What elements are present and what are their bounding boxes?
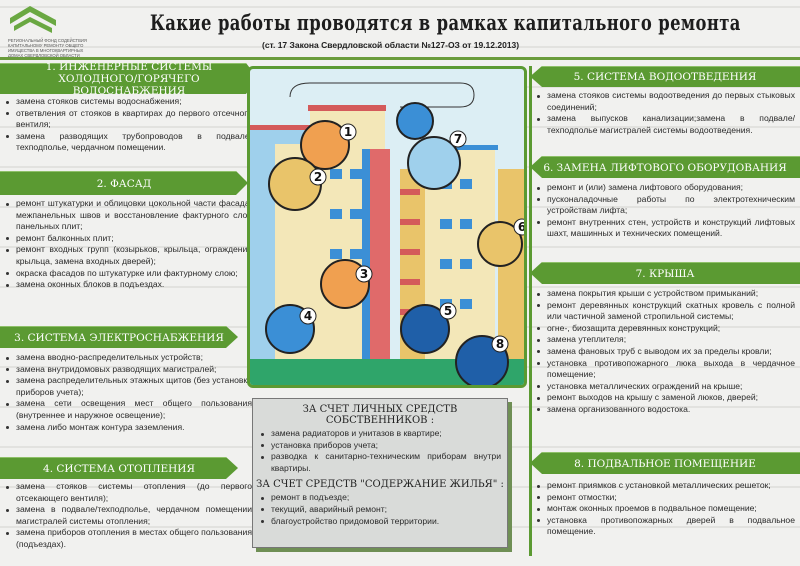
list-item: замена выпусков канализации;замена в под… <box>533 113 795 136</box>
right-column-bar <box>529 66 532 556</box>
section-list-6: ремонт и (или) замена лифтового оборудов… <box>533 182 795 240</box>
list-item: установка металлических ограждений на кр… <box>533 381 795 393</box>
section-list-8: ремонт приямков с установкой металлическ… <box>533 480 795 538</box>
fund-logo: Региональный фонд содействия капитальном… <box>8 6 98 58</box>
owners-funds-list: замена радиаторов и унитазов в квартире;… <box>253 426 507 474</box>
logo-text: Региональный фонд содействия капитальном… <box>8 38 87 58</box>
building-illustration: 1 2 3 4 5 6 7 8 <box>247 66 527 388</box>
maintenance-funds-list: ремонт в подъезде; текущий, аварийный ре… <box>253 490 507 527</box>
section-header-7: 7. Крыша <box>530 262 800 284</box>
marker-3: 3 <box>360 267 368 281</box>
marker-2: 2 <box>314 170 322 184</box>
maintenance-funds-title: За счет средств "Содержание жилья" : <box>256 479 504 491</box>
list-item: текущий, аварийный ремонт; <box>257 504 501 516</box>
house-logo-icon <box>10 6 56 33</box>
page-subtitle: (ст. 17 Закона Свердловской области №127… <box>262 40 520 50</box>
list-item: окраска фасадов по штукатурке или фактур… <box>2 268 252 280</box>
owners-funds-title: За счет личных средств собственников : <box>302 404 458 426</box>
section-list-4: замена стояков системы отопления (до пер… <box>2 481 252 551</box>
marker-6: 6 <box>518 220 524 234</box>
marker-4: 4 <box>304 309 312 323</box>
section-header-4: 4. Система отопления <box>0 457 238 479</box>
list-item: разводка к санитарно-техническим прибора… <box>257 451 501 474</box>
list-item: ремонт выходов на крышу с заменой люков,… <box>533 392 795 404</box>
list-item: ремонт деревянных конструкций скатных кр… <box>533 300 795 323</box>
marker-8: 8 <box>496 337 504 351</box>
list-item: ремонт и (или) замена лифтового оборудов… <box>533 182 795 194</box>
list-item: установка приборов учета; <box>257 440 501 452</box>
list-item: замена в подвале/техподполье, чердачном … <box>2 504 252 527</box>
list-item: ремонт входных групп (козырьков, крыльца… <box>2 244 252 267</box>
list-item: замена стояков системы отопления (до пер… <box>2 481 252 504</box>
funding-sources-box: За счет личных средств собственников : з… <box>252 398 508 548</box>
list-item: замена разводящих трубопроводов в подвал… <box>2 131 252 154</box>
marker-7: 7 <box>454 132 462 146</box>
section-header-1: 1. Инженерные системы холодного/горячего… <box>0 63 258 94</box>
marker-1: 1 <box>344 125 352 139</box>
section-list-7: замена покрытия крыши с устройством прим… <box>533 288 795 416</box>
list-item: ремонт внутренних стен, устройств и конс… <box>533 217 795 240</box>
list-item: огне-, биозащита деревянных конструкций; <box>533 323 795 335</box>
buildings-image: 1 2 3 4 5 6 7 8 <box>250 82 524 385</box>
list-item: пусконаладочные работы по электротехниче… <box>533 194 795 217</box>
list-item: замена внутридомовых разводящих магистра… <box>2 364 252 376</box>
list-item: ремонт отмостки; <box>533 492 795 504</box>
marker-5: 5 <box>444 304 452 318</box>
page-title: Какие работы проводятся в рамках капитал… <box>150 10 741 35</box>
list-item: замена покрытия крыши с устройством прим… <box>533 288 795 300</box>
list-item: замена фановых труб с выводом их за пред… <box>533 346 795 358</box>
list-item: монтаж оконных проемов в подвальное поме… <box>533 503 795 515</box>
list-item: ремонт балконных плит; <box>2 233 252 245</box>
list-item: замена радиаторов и унитазов в квартире; <box>257 428 501 440</box>
list-item: замена утеплителя; <box>533 334 795 346</box>
list-item: замена либо монтаж контура заземления. <box>2 422 252 434</box>
section-header-6: 6. Замена лифтового оборудования <box>530 156 800 178</box>
list-item: установка противопожарных дверей в подва… <box>533 515 795 538</box>
list-item: замена вводно-распределительных устройст… <box>2 352 252 364</box>
list-item: ремонт штукатурки и облицовки цокольной … <box>2 198 252 233</box>
list-item: ремонт в подъезде; <box>257 492 501 504</box>
list-item: замена приборов отопления в местах общег… <box>2 527 252 550</box>
list-item: замена сети освещения мест общего пользо… <box>2 398 252 421</box>
divider <box>0 57 800 60</box>
list-item: ремонт приямков с установкой металлическ… <box>533 480 795 492</box>
list-item: замена оконных блоков в подъездах. <box>2 279 252 291</box>
list-item: замена стояков системы водоснабжения; <box>2 96 252 108</box>
section-list-5: замена стояков системы водоотведения до … <box>533 90 795 136</box>
list-item: замена организованного водостока. <box>533 404 795 416</box>
list-item: замена распределительных этажных щитов (… <box>2 375 252 398</box>
section-header-5: 5. Система водоотведения <box>530 66 800 87</box>
section-list-2: ремонт штукатурки и облицовки цокольной … <box>2 198 252 291</box>
section-header-8: 8. Подвальное помещение <box>530 452 800 474</box>
section-header-3: 3. Система электроснабжения <box>0 326 238 348</box>
list-item: замена стояков системы водоотведения до … <box>533 90 795 113</box>
section-list-3: замена вводно-распределительных устройст… <box>2 352 252 433</box>
list-item: благоустройство придомовой территории. <box>257 516 501 528</box>
list-item: установка противопожарного люка выхода в… <box>533 358 795 381</box>
section-header-2: 2. Фасад <box>0 171 248 195</box>
list-item: ответвления от стояков в квартирах до пе… <box>2 108 252 131</box>
section-list-1: замена стояков системы водоснабжения; от… <box>2 96 252 154</box>
